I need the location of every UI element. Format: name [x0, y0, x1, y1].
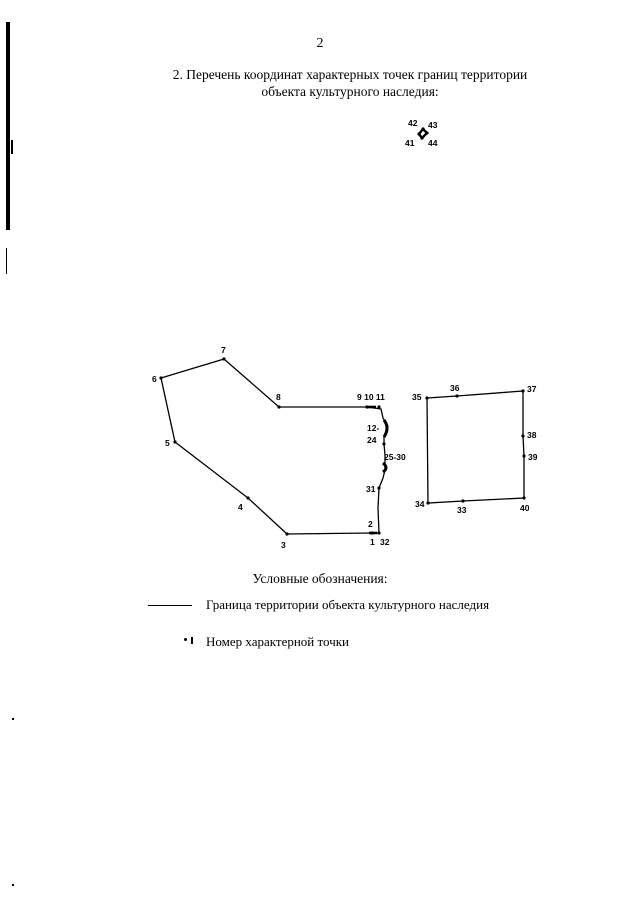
- point-label-37: 37: [527, 384, 537, 394]
- point-label-40: 40: [520, 503, 530, 513]
- section-title-line: 2. Перечень координат характерных точек …: [172, 67, 528, 82]
- point-label-8: 8: [276, 392, 281, 402]
- point-label-38: 38: [527, 430, 537, 440]
- boundary-arc-12-24: [382, 419, 389, 438]
- section-title: 2. Перечень координат характерных точек …: [120, 66, 580, 100]
- boundary-points-main: [159, 357, 386, 536]
- boundary-polygon-main: [160, 358, 389, 535]
- point-label-39: 39: [528, 452, 538, 462]
- point-label-35: 35: [412, 392, 422, 402]
- boundary-point: [420, 136, 424, 140]
- legend-title: Условные обозначения:: [252, 571, 388, 586]
- point-label-3: 3: [281, 540, 286, 550]
- point-label-43: 43: [428, 120, 438, 130]
- point-marker-symbol: [148, 637, 193, 647]
- legend-item-point: Номер характерной точки: [148, 634, 349, 650]
- boundary-point: [417, 132, 421, 136]
- point-label-42: 42: [408, 118, 418, 128]
- point-label-2: 2: [368, 519, 373, 529]
- scan-speck: [12, 884, 14, 886]
- boundary-point: [425, 131, 429, 135]
- point-label-41: 41: [405, 138, 415, 148]
- boundary-arc-25-30: [381, 461, 388, 474]
- boundary-polygon-east: [426, 390, 525, 504]
- scan-speck: [12, 718, 14, 720]
- boundary-line-symbol: [148, 604, 192, 606]
- boundary-points-east: [425, 389, 526, 505]
- point-label-9-11: 9 10 11: [357, 392, 385, 402]
- point-label-24: 24: [367, 435, 377, 445]
- legend-item-label: Граница территории объекта культурного н…: [206, 597, 490, 612]
- page-number: 2: [316, 36, 324, 51]
- legend-item-label: Номер характерной точки: [206, 634, 349, 649]
- point-label-12: 12-: [367, 423, 379, 433]
- point-label-7: 7: [221, 345, 226, 355]
- point-label-44: 44: [428, 138, 438, 148]
- scan-edge-mark: [6, 248, 7, 274]
- point-label-5: 5: [165, 438, 170, 448]
- section-title-line: объекта культурного наследия:: [261, 84, 439, 99]
- point-label-36: 36: [450, 383, 460, 393]
- point-label-1: 1: [370, 537, 375, 547]
- point-label-4: 4: [238, 502, 243, 512]
- point-label-25-30: 25-30: [384, 452, 406, 462]
- point-label-34: 34: [415, 499, 425, 509]
- point-label-32: 32: [380, 537, 390, 547]
- point-label-6: 6: [152, 374, 157, 384]
- legend-item-boundary: Граница территории объекта культурного н…: [148, 597, 489, 613]
- scan-edge-mark: [6, 22, 10, 230]
- boundary-point: [421, 127, 425, 131]
- scan-speck: [11, 140, 13, 154]
- point-label-33: 33: [457, 505, 467, 515]
- point-label-31: 31: [366, 484, 376, 494]
